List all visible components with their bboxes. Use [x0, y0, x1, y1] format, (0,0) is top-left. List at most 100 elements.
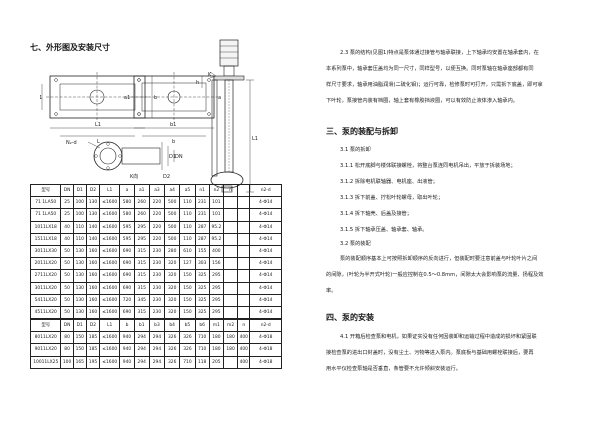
label-k-view: K向	[130, 173, 138, 180]
table1-cell: 100	[72, 208, 87, 222]
s3-2-line-1: 泵的装配顺序基本上可按照拆卸顺序的反向进行，但装配时要注意前盖与叶轮叶片之间	[340, 256, 538, 262]
table2-cell: 710	[179, 355, 196, 369]
table2-header-cell: n	[237, 318, 251, 333]
table1-cell: 610	[179, 244, 196, 259]
table1-cell: 95.2	[208, 220, 224, 234]
table1-cell: 4511LX20	[29, 305, 62, 320]
table1-cell: 690	[119, 257, 135, 271]
table1-cell	[222, 281, 239, 295]
table1-cell: ≤1600	[99, 305, 121, 320]
table1-cell: 71 1LA50	[29, 208, 62, 222]
table1-cell: 110	[72, 220, 87, 234]
dim-a1-right: a1	[124, 95, 130, 101]
table2-cell: 326	[164, 331, 181, 345]
table1-cell: ≤1600	[99, 281, 121, 295]
s3-1-item-3: 3.1.3 拆下前盖、拧松叶轮螺母，取出叶轮；	[340, 195, 444, 201]
table1-cell	[237, 293, 251, 307]
table1-cell: 4-Φ14	[249, 281, 282, 295]
table1-cell: 140	[85, 232, 101, 246]
dim-b1-left: b1	[40, 95, 42, 101]
table2-cell: 294	[133, 331, 150, 345]
table1-cell: 50	[60, 257, 74, 271]
table1-cell: 50	[60, 305, 74, 320]
table1-cell	[237, 281, 251, 295]
k-view-flange-drawing: N₂-d D2 D1 DN K向	[66, 140, 183, 180]
table1-cell: 3011LX30	[29, 244, 62, 259]
table1-cell: 230	[148, 281, 166, 295]
table2-header-cell: DN	[60, 318, 74, 333]
table1-cell: 4-Φ14	[249, 257, 282, 271]
table1-cell: 25	[60, 196, 74, 210]
table1-cell: 690	[119, 244, 135, 259]
table1-cell: 150	[179, 293, 196, 307]
table1-cell: 130	[85, 196, 101, 210]
table1-cell: 3011LX20	[29, 281, 62, 295]
table1-cell: 110	[179, 196, 196, 210]
table2-header-cell: n2-d	[249, 318, 282, 333]
table1-cell: 400	[208, 244, 224, 259]
table1-cell: 500	[164, 196, 181, 210]
table1-cell: 101	[208, 196, 224, 210]
table1-cell: 230	[148, 244, 166, 259]
table1-cell: 690	[119, 269, 135, 283]
table1-cell: 315	[133, 257, 150, 271]
table1-cell: 130	[72, 257, 87, 271]
s3-1-item-1: 3.1.1 松开底脚与楼体联接螺栓，将整台泵连同电机吊出，平放于拆装场地；	[340, 163, 516, 169]
table1-cell: 260	[133, 196, 150, 210]
table2-header-cell: L1	[99, 318, 121, 333]
table2-cell: 180	[222, 331, 239, 345]
table1-cell: 4-Φ14	[249, 244, 282, 259]
table1-header-cell: n2	[208, 183, 224, 198]
table1-cell: 4-Φ14	[249, 208, 282, 222]
table1-cell: 127	[179, 257, 196, 271]
table1-cell: 280	[164, 244, 181, 259]
table1-cell: 231	[194, 208, 210, 222]
table1-cell: 150	[179, 269, 196, 283]
table2-cell: ≤1600	[99, 355, 121, 369]
table1-cell: 230	[148, 305, 166, 320]
table1-header-cell: DN	[60, 183, 74, 198]
table1-cell: 320	[164, 269, 181, 283]
table1-header-cell: a4	[164, 183, 181, 198]
table1-cell: 345	[133, 293, 150, 307]
table1-cell: 220	[148, 220, 166, 234]
dim-b-left: b	[154, 95, 157, 101]
table2-cell: 4-Φ18	[249, 343, 282, 357]
table1-cell: 140	[85, 220, 101, 234]
table1-cell	[237, 244, 251, 259]
table1-cell: 595	[119, 232, 135, 246]
table2-cell: 326	[164, 355, 181, 369]
intro-line-2: 本系列泵中，轴承套压盖均为同一尺寸，同样型号，以便互换。同时泵轴在轴承座部都有同	[326, 66, 534, 72]
table1-cell: ≤1600	[99, 293, 121, 307]
k-arrow-label: K	[208, 72, 212, 78]
table1-cell: 260	[133, 208, 150, 222]
label-d2: D2	[163, 174, 170, 180]
table1-cell: 500	[164, 220, 181, 234]
dim-h: h	[196, 80, 199, 86]
section-7-title: 七、外形图及安装尺寸	[30, 43, 110, 52]
s3-2-heading: 3.2 泵的装配	[340, 241, 371, 247]
table1-cell: 500	[164, 232, 181, 246]
table1-cell: 4-Φ14	[249, 305, 282, 320]
table1-header-cell: n1	[194, 183, 210, 198]
table1-cell: 4-Φ14	[249, 269, 282, 283]
table1-cell: 303	[194, 257, 210, 271]
table1-cell: 287	[194, 232, 210, 246]
table1-cell: 325	[194, 269, 210, 283]
table1-cell: 325	[194, 281, 210, 295]
table1-header-cell: L1	[99, 183, 121, 198]
label-dn: DN	[175, 154, 183, 160]
table2-cell: 180	[222, 343, 239, 357]
table1-cell: ≤1600	[99, 208, 121, 222]
table2-cell: 100	[60, 355, 74, 369]
table2-cell: 294	[148, 355, 166, 369]
table1-header-cell: 型号	[29, 183, 62, 198]
table1-cell: 295	[208, 293, 224, 307]
